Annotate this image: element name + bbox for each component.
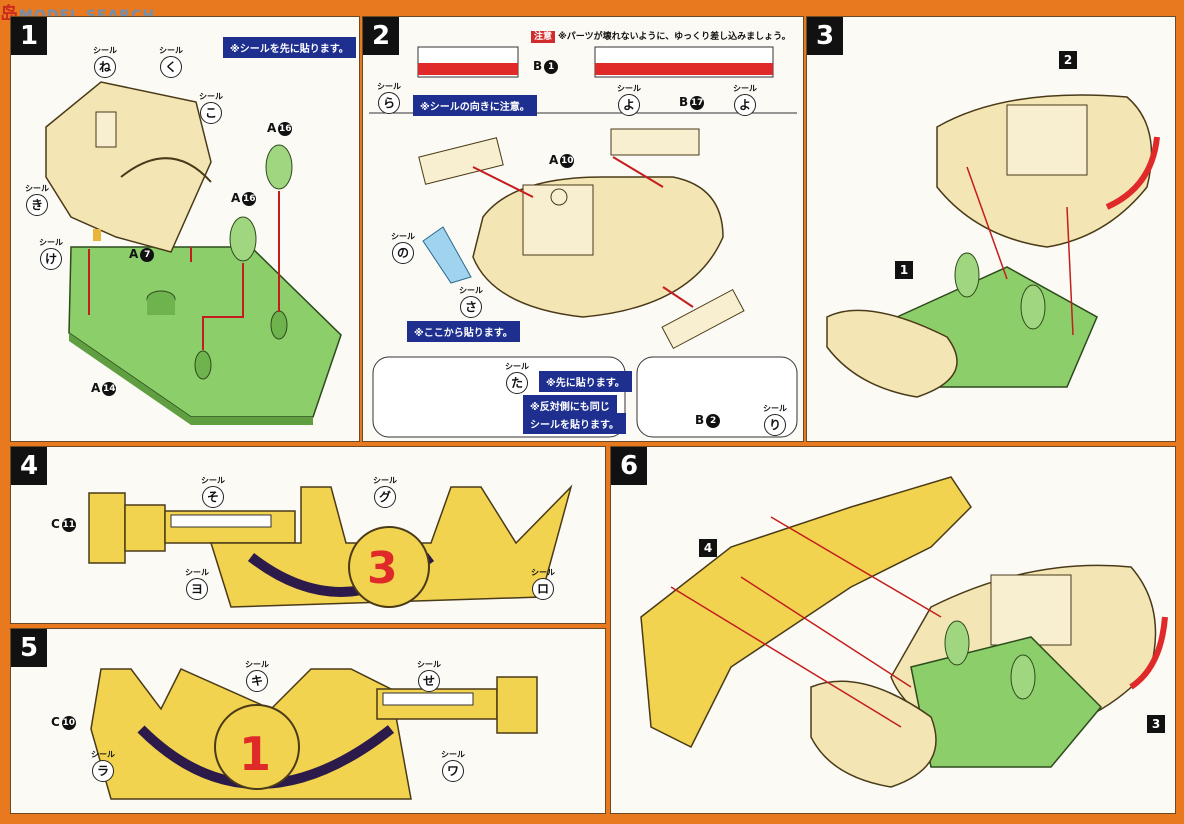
other-side-note-line2: シールを貼ります。 — [523, 413, 626, 434]
step-5-illustration — [90, 668, 538, 800]
step-4-illustration — [88, 484, 573, 608]
assembly-4-label: 4 — [699, 539, 717, 557]
warning-note: 注意※パーツが壊れないように、ゆっくり差し込みましょう。 — [531, 29, 791, 43]
assembly-3-label: 3 — [1147, 715, 1165, 733]
step-3-illustration — [826, 94, 1160, 398]
seal-ro: シールロ — [531, 567, 555, 600]
seal-ta: シールた — [505, 361, 529, 394]
start-here-note: ※ここから貼ります。 — [407, 321, 520, 342]
seal-ki: シールき — [25, 183, 49, 216]
step-number: 1 — [11, 17, 47, 55]
seal-wa: シールワ — [441, 749, 465, 782]
seal-sa: シールさ — [459, 285, 483, 318]
step-1-illustration — [45, 81, 342, 425]
seal-ke: シールけ — [39, 237, 63, 270]
seal-ra: シールら — [377, 81, 401, 114]
step-number: 3 — [807, 17, 843, 55]
seal-ne: シールね — [93, 45, 117, 78]
seal-ko: シールこ — [199, 91, 223, 124]
step-1-panel: 1 ※シールを先に貼ります。 シールね シールく シールこ シールき — [10, 16, 360, 442]
seal-yo-right: シールよ — [733, 83, 757, 116]
step-3-panel: 3 2 1 — [806, 16, 1176, 442]
apply-first-note: ※先に貼ります。 — [539, 371, 632, 392]
seal-yo-katakana: シールヨ — [185, 567, 209, 600]
assembly-1-label: 1 — [895, 261, 913, 279]
seal-first-note: ※シールを先に貼ります。 — [223, 37, 356, 58]
step-2-panel: 2 注意※パーツが壊れないように、ゆっくり差し込みましょう。 シールら シールよ… — [362, 16, 804, 442]
step-6-panel: 6 4 3 — [610, 446, 1176, 814]
step-number: 5 — [11, 629, 47, 667]
assembly-2-label: 2 — [1059, 51, 1077, 69]
ship-number-1: 1 — [239, 727, 272, 781]
seal-yo-left: シールよ — [617, 83, 641, 116]
seal-ri: シールり — [763, 403, 787, 436]
seal-no: シールの — [391, 231, 415, 264]
seal-ra-katakana: シールラ — [91, 749, 115, 782]
seal-ki-katakana: シールキ — [245, 659, 269, 692]
seal-direction-note: ※シールの向きに注意。 — [413, 95, 537, 116]
seal-gu: シールグ — [373, 475, 397, 508]
seal-so: シールそ — [201, 475, 225, 508]
step-number: 6 — [611, 447, 647, 485]
seal-ku: シールく — [159, 45, 183, 78]
ship-number-3: 3 — [367, 543, 398, 594]
step-number: 2 — [363, 17, 399, 55]
other-side-note-line1: ※反対側にも同じ — [523, 395, 617, 416]
step-number: 4 — [11, 447, 47, 485]
step-6-illustration — [640, 476, 1168, 788]
seal-se: シールせ — [417, 659, 441, 692]
